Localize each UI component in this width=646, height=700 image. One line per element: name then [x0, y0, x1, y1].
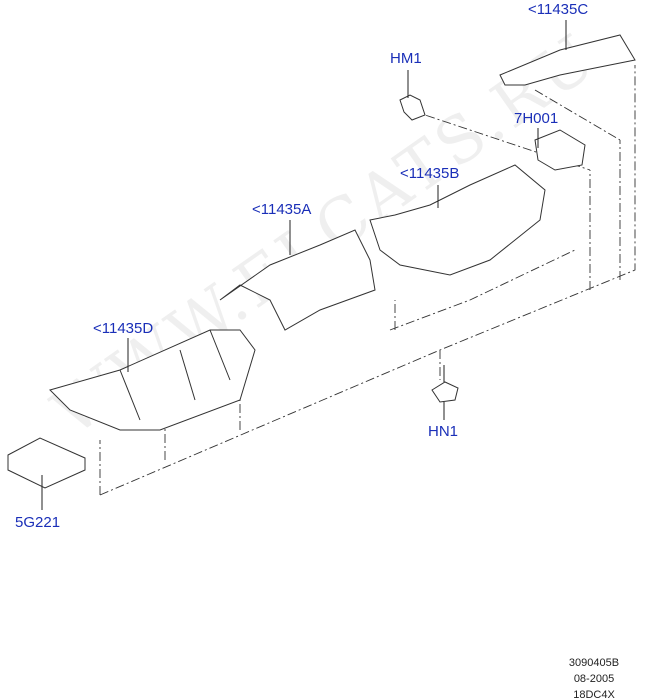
heat-shield-11435b: [369, 164, 546, 276]
assembly-line: [99, 65, 636, 496]
drawing-code: 18DC4X: [573, 689, 615, 700]
callout-7h001[interactable]: 7H001: [514, 110, 559, 127]
heat-shield-11435a: [219, 229, 376, 331]
callout-5g221[interactable]: 5G221: [15, 514, 61, 531]
heat-shield-11435d-ribs: [119, 329, 231, 421]
heat-shield-11435c: [499, 34, 636, 86]
callout-hn1[interactable]: HN1: [428, 423, 459, 440]
callout-11435a[interactable]: <11435A: [252, 201, 312, 218]
drawing-date: 08-2005: [573, 673, 615, 685]
callout-11435c[interactable]: <11435C: [528, 1, 589, 18]
heat-shield-11435d: [49, 329, 256, 431]
callout-11435d[interactable]: <11435D: [93, 320, 154, 337]
drawing-number: 3090405B: [568, 657, 620, 669]
leader-lines: [41, 20, 567, 510]
callout-11435b[interactable]: <11435B: [400, 165, 460, 182]
bracket-7h001: [534, 129, 586, 171]
bracket-5g221: [7, 437, 86, 489]
nut-hn1: [431, 381, 459, 403]
stud-hm1: [399, 94, 426, 121]
callout-hm1[interactable]: HM1: [390, 50, 422, 67]
